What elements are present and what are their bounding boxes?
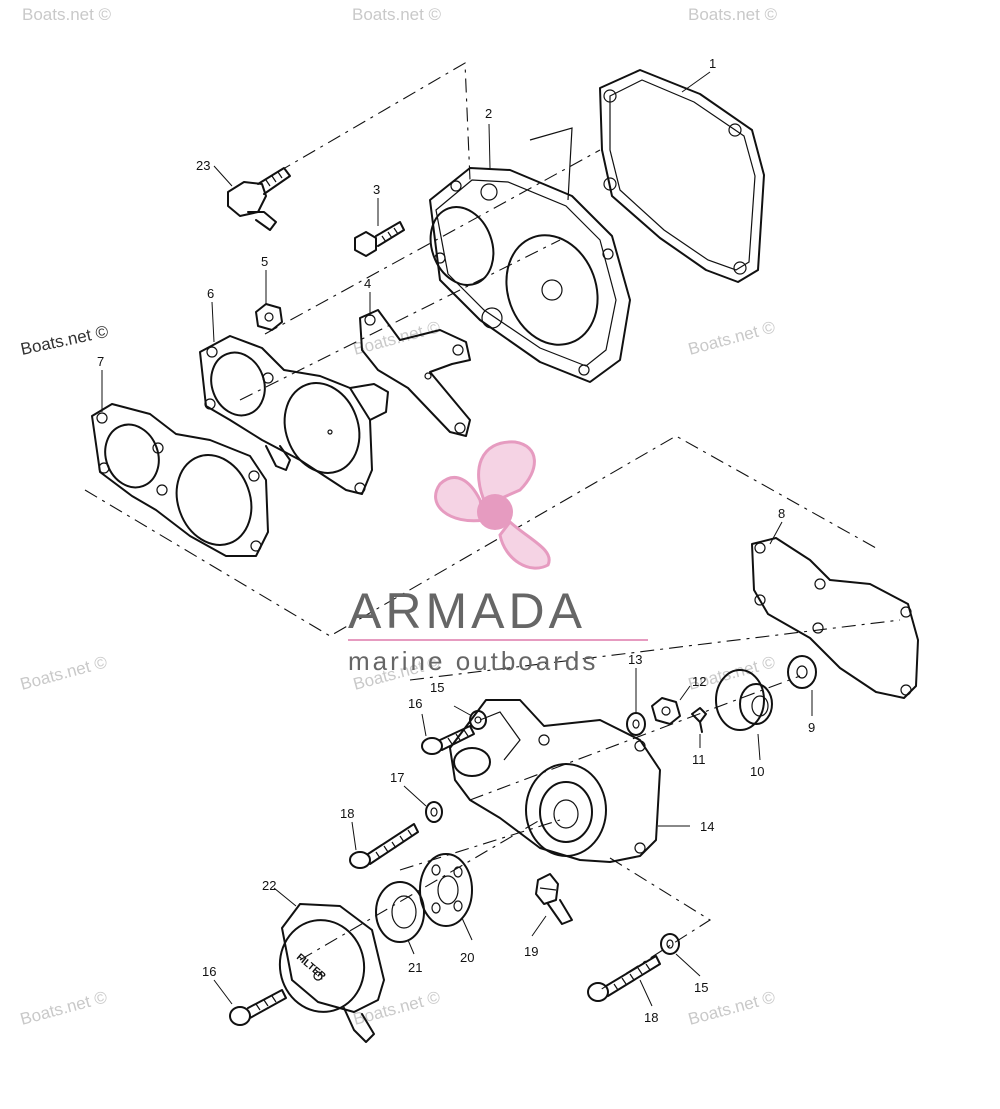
propeller-hub	[477, 494, 513, 530]
lock-washer-17	[425, 801, 443, 823]
diaphragm-cup	[715, 669, 773, 731]
watermark: Boats.net ©	[352, 5, 442, 24]
watermark: Boats.net ©	[22, 5, 112, 24]
callout-4: 4	[364, 276, 371, 291]
screw-11	[691, 707, 707, 733]
filter-seal	[375, 881, 425, 943]
callout-20: 20	[460, 950, 474, 965]
brand-name: ARMADA	[348, 583, 586, 639]
callout-5: 5	[261, 254, 268, 269]
callout-15-top: 15	[430, 680, 444, 695]
callout-14: 14	[700, 819, 714, 834]
callout-1: 1	[709, 56, 716, 71]
callout-labels: 1 2 3 4 5 6 7 8 9 10 11 12 13 14 15 15 1…	[97, 56, 815, 1025]
elbow-fitting	[227, 167, 291, 231]
watermark-layer: Boats.net © Boats.net © Boats.net © Boat…	[18, 5, 777, 1029]
nut	[255, 303, 283, 331]
screw-16b	[229, 989, 287, 1026]
washer-13	[626, 712, 646, 736]
callout-18-bottom: 18	[644, 1010, 658, 1025]
callout-15-bottom: 15	[694, 980, 708, 995]
brand-tagline: marine outboards	[348, 646, 598, 676]
callout-21: 21	[408, 960, 422, 975]
armada-logo: ARMADA marine outboards	[348, 440, 648, 676]
callout-3: 3	[373, 182, 380, 197]
gasket-left	[91, 403, 269, 557]
pump-body	[449, 699, 661, 863]
washer-9	[787, 655, 817, 689]
watermark: Boats.net ©	[18, 652, 109, 694]
filter-label: FILTER	[294, 952, 328, 983]
callout-6: 6	[207, 286, 214, 301]
callout-11: 11	[692, 752, 706, 767]
callout-8: 8	[778, 506, 785, 521]
callout-13: 13	[628, 652, 642, 667]
watermark: Boats.net ©	[686, 317, 777, 359]
callout-16-bottom: 16	[202, 964, 216, 979]
callout-17: 17	[390, 770, 404, 785]
callout-16-top: 16	[408, 696, 422, 711]
leader-lines	[101, 71, 813, 1007]
callout-18-top: 18	[340, 806, 354, 821]
screw-16a	[421, 725, 475, 755]
fitting-19	[535, 873, 573, 925]
callout-9: 9	[808, 720, 815, 735]
callout-10: 10	[750, 764, 764, 779]
callout-12: 12	[692, 674, 706, 689]
nut-12	[651, 697, 681, 725]
pump-cover	[429, 127, 631, 383]
gasket-top	[599, 69, 765, 283]
gasket-right	[751, 537, 919, 699]
filter-bowl: FILTER	[278, 903, 385, 1043]
lock-washer-15a	[469, 710, 487, 730]
propeller-icon	[434, 440, 551, 570]
callout-19: 19	[524, 944, 538, 959]
watermark: Boats.net ©	[351, 987, 442, 1029]
long-screw-18b	[587, 955, 661, 1002]
callout-22: 22	[262, 878, 276, 893]
intake-body	[199, 335, 389, 495]
callout-2: 2	[485, 106, 492, 121]
callout-7: 7	[97, 354, 104, 369]
long-screw-18a	[349, 823, 419, 869]
watermark: Boats.net ©	[688, 5, 778, 24]
bolt-3	[354, 221, 405, 257]
watermark: Boats.net ©	[18, 987, 109, 1029]
valve-disc	[419, 853, 473, 927]
callout-23: 23	[196, 158, 210, 173]
lock-washer-15b	[660, 933, 680, 955]
